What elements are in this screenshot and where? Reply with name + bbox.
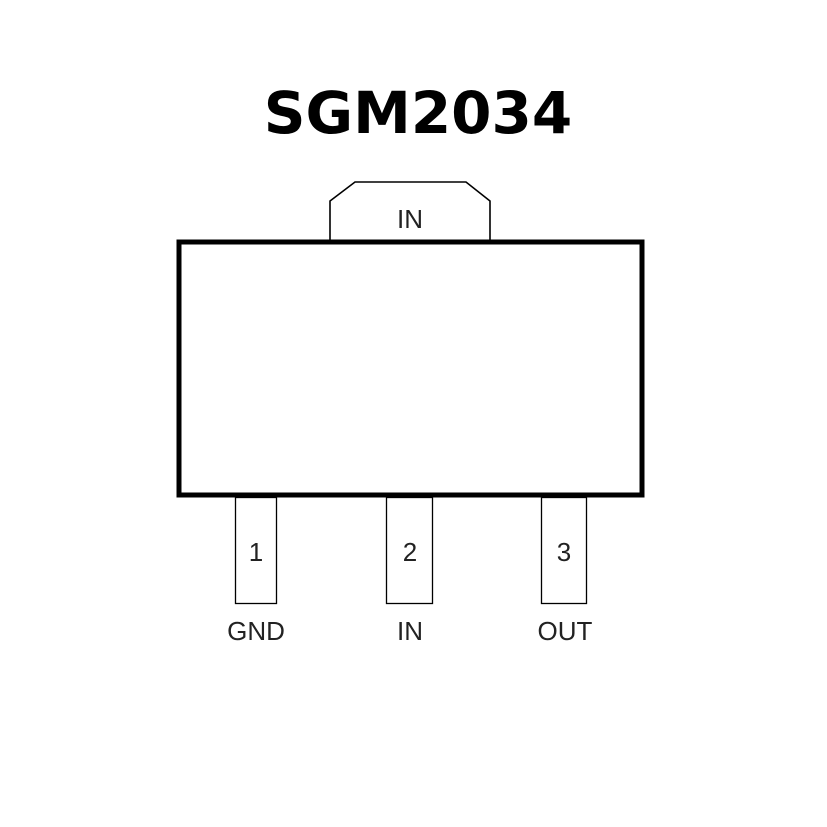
pin-name: OUT: [538, 616, 593, 646]
pin-lead: [540, 496, 588, 605]
pin-lead: [234, 496, 278, 605]
pin-2: 2 IN: [385, 496, 434, 646]
pin-number: 1: [249, 537, 263, 567]
pin-3: 3 OUT: [538, 496, 593, 646]
tab-label: IN: [397, 204, 423, 234]
package-tab: IN: [329, 181, 491, 242]
pin-lead: [385, 496, 434, 605]
pin-1: 1 GND: [227, 496, 285, 646]
pin-name: GND: [227, 616, 285, 646]
pin-number: 2: [403, 537, 417, 567]
pin-number: 3: [557, 537, 571, 567]
package-body: [176, 239, 645, 498]
part-title: SGM2034: [264, 79, 573, 147]
pin-name: IN: [397, 616, 423, 646]
